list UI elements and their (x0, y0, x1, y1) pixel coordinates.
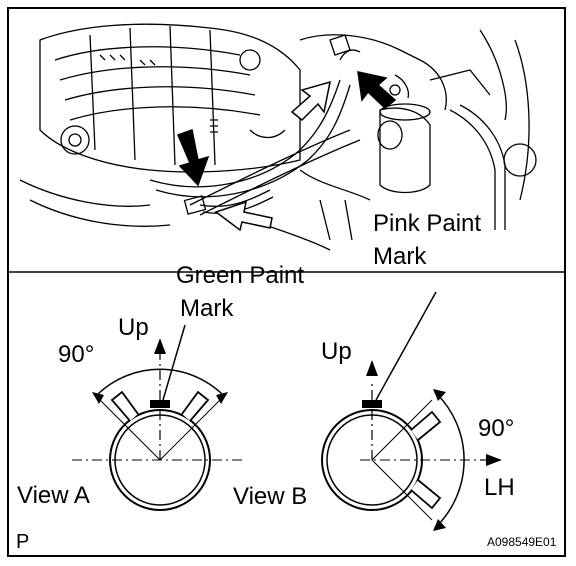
engine-bay-illustration (19, 23, 537, 251)
pink-paint-mark-label: Pink Paint (373, 210, 482, 237)
green-paint-mark-label: Green Paint (176, 262, 305, 289)
pink-paint-mark-label-line2: Mark (373, 243, 427, 270)
solid-arrow-down-icon (176, 129, 210, 187)
view-b-angle-arc (436, 393, 465, 527)
view-a-pipe-outer (109, 409, 211, 511)
view-b-lh-arrowhead-icon (486, 454, 502, 466)
figure-code-label: A098549E01 (487, 535, 557, 549)
hollow-arrow-left-icon (214, 200, 273, 232)
hollow-arrow-upright-icon (290, 80, 331, 122)
view-b-pipe-outer (321, 409, 423, 511)
solid-arrow-upleft-icon (357, 71, 397, 109)
view-b-up-label: Up (321, 338, 352, 365)
view-b-up-arrowhead-icon (366, 360, 378, 376)
view-b-angle-label: 90° (478, 415, 515, 442)
corner-letter-label: P (16, 531, 30, 553)
green-paint-mark-label-line2: Mark (180, 295, 234, 322)
lh-direction-label: LH (484, 474, 515, 501)
view-a-up-arrowhead-icon (154, 338, 166, 354)
view-a-up-label: Up (118, 314, 149, 341)
view-b-diagram (321, 291, 502, 531)
view-a-label: View A (17, 482, 90, 509)
view-a-angle-label: 90° (58, 341, 95, 368)
view-b-pipe-inner (326, 414, 418, 506)
diagram-frame (7, 7, 566, 557)
arrow-icons (176, 71, 397, 232)
view-b-paint-mark (362, 400, 382, 408)
view-a-pipe-inner (114, 414, 206, 506)
view-a-angle-arc (95, 368, 225, 397)
view-b-label: View B (233, 483, 308, 510)
view-a-diagram (72, 324, 245, 511)
view-a-paint-mark (150, 400, 170, 408)
